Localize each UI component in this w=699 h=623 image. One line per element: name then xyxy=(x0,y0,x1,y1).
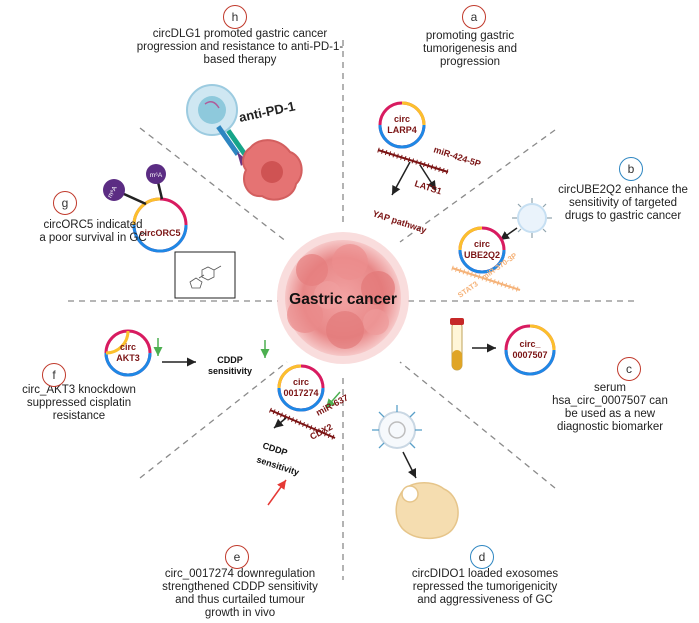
badge-c: c xyxy=(617,357,641,381)
panel-c-illustration xyxy=(450,318,556,376)
circ-larp4-label-2: LARP4 xyxy=(387,125,417,135)
divider-diag-bottom-right xyxy=(399,361,556,489)
badge-e: e xyxy=(225,545,249,569)
badge-b: b xyxy=(619,157,643,181)
caption-h: circDLG1 promoted gastric cancer progres… xyxy=(136,28,344,66)
cdx2-label: CDX2 xyxy=(308,422,334,442)
caption-c: serum hsa_circ_0007507 can be used as a … xyxy=(552,382,668,433)
circ-0017274-label-1: circ xyxy=(293,377,309,387)
circ-orc5-label: circORC5 xyxy=(139,228,180,238)
caption-f: circ_AKT3 knockdown suppressed cisplatin… xyxy=(22,384,136,422)
circ-0007507-label-2: 0007507 xyxy=(512,350,547,360)
mir-424-label: miR-424-5P xyxy=(432,144,482,169)
dividers xyxy=(68,40,636,580)
caption-a: promoting gastric tumorigenesis and prog… xyxy=(423,30,517,68)
badge-g: g xyxy=(53,191,77,215)
panel-e-illustration xyxy=(267,364,341,506)
circ-akt3-label-2: AKT3 xyxy=(116,353,140,363)
panel-f-illustration xyxy=(104,329,270,377)
panel-h-illustration: anti-PD-1 xyxy=(186,84,303,201)
caption-b: circUBE2Q2 enhance the sensitivity of ta… xyxy=(558,184,688,222)
tumor-mass xyxy=(277,232,409,364)
panel-d-illustration xyxy=(372,405,459,540)
lats1-label: LATS1 xyxy=(413,178,443,196)
panel-g-illustration xyxy=(103,164,236,299)
stat3-label: STAT3 xyxy=(456,279,480,299)
cddp-sensitivity-e-1: CDDP xyxy=(261,440,288,457)
circ-akt3-label-1: circ xyxy=(120,342,136,352)
badge-f: f xyxy=(42,363,66,387)
cddp-sensitivity-e-2: sensitivity xyxy=(255,454,300,477)
badge-a: a xyxy=(462,5,486,29)
anti-pd1-label: anti-PD-1 xyxy=(238,98,297,125)
yap-pathway-label: YAP pathway xyxy=(371,208,427,235)
circ-larp4-label-1: circ xyxy=(394,114,410,124)
caption-g: circORC5 indicated a poor survival in GC xyxy=(39,219,147,244)
caption-e: circ_0017274 downregulation strengthened… xyxy=(162,568,318,619)
divider-diag-top-left xyxy=(139,127,288,243)
circ-ube2q2-label-1: circ xyxy=(474,239,490,249)
cddp-sensitivity-f-2: sensitivity xyxy=(208,366,252,376)
center-label: Gastric cancer xyxy=(289,291,397,308)
circ-ube2q2-label-2: UBE2Q2 xyxy=(464,250,500,260)
panel-a-illustration xyxy=(377,101,449,196)
badge-h: h xyxy=(223,5,247,29)
divider-diag-top-right xyxy=(399,129,556,243)
m6a-label-2: m⁶A xyxy=(150,172,163,179)
caption-d: circDIDO1 loaded exosomes repressed the … xyxy=(411,568,559,606)
divider-diag-bottom-left xyxy=(139,361,288,479)
circ-0017274-label-2: 0017274 xyxy=(283,388,318,398)
panel-b-illustration xyxy=(451,198,552,293)
circ-0007507-label-1: circ_ xyxy=(519,339,541,349)
cddp-sensitivity-f-1: CDDP xyxy=(217,355,243,365)
badge-d: d xyxy=(470,545,494,569)
